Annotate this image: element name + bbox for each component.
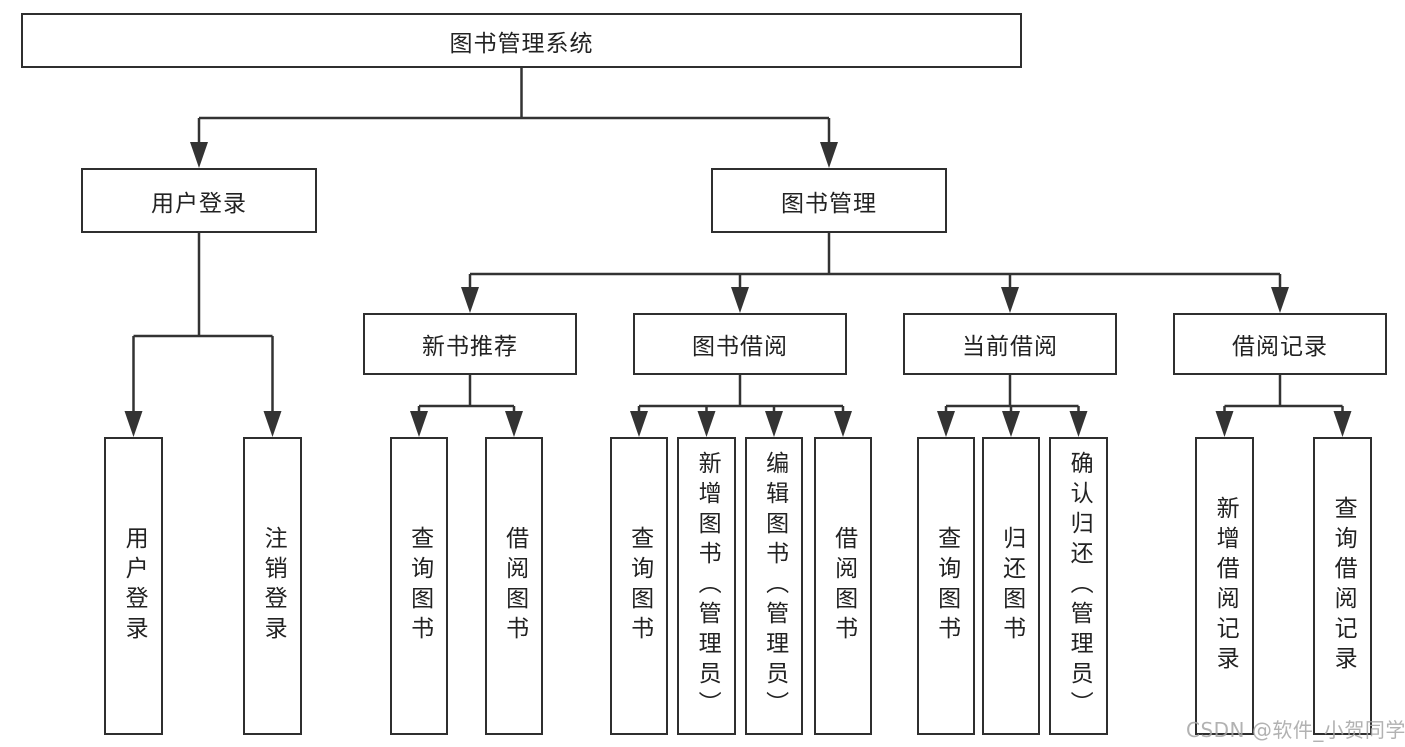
arrowhead-icon [410, 411, 428, 437]
leaf-user-login: 用户登录 [104, 437, 163, 735]
arrowhead-icon [505, 411, 523, 437]
node-new-book-recommendation: 新书推荐 [363, 313, 577, 375]
arrowhead-icon [1001, 287, 1019, 313]
node-label: 当前借阅 [962, 334, 1058, 360]
arrowhead-icon [461, 287, 479, 313]
node-book-management: 图书管理 [711, 168, 947, 233]
node-borrow-records: 借阅记录 [1173, 313, 1387, 375]
node-label: 归还图书 [998, 526, 1025, 646]
node-label: 图书管理系统 [449, 30, 594, 57]
node-label: 注销登录 [260, 526, 287, 646]
arrowhead-icon [1215, 411, 1234, 437]
leaf-add-borrow-record: 新增借阅记录 [1195, 437, 1254, 735]
arrowhead-icon [630, 411, 648, 437]
node-label: 用户登录 [121, 526, 148, 646]
node-label: 借阅记录 [1232, 334, 1328, 360]
arrowheads [124, 142, 1352, 437]
leaf-query-books-recommend: 查询图书 [390, 437, 448, 735]
leaf-borrow-books-recommend: 借阅图书 [485, 437, 543, 735]
node-label: 查询借阅记录 [1330, 496, 1357, 676]
leaf-return-books: 归还图书 [982, 437, 1040, 735]
node-label: 用户登录 [151, 190, 247, 217]
node-label: 编辑图书（管理员） [761, 451, 788, 721]
arrowhead-icon [937, 411, 955, 437]
arrowhead-icon [1002, 411, 1020, 437]
node-label: 确认归还（管理员） [1066, 451, 1093, 721]
node-label: 图书借阅 [692, 334, 788, 360]
node-label: 新书推荐 [422, 334, 518, 360]
leaf-logout: 注销登录 [243, 437, 302, 735]
arrowhead-icon [190, 142, 208, 168]
node-label: 借阅图书 [501, 526, 528, 646]
connector-arrow-stems [132, 118, 1344, 415]
node-label: 查询图书 [406, 526, 433, 646]
node-user-login: 用户登录 [81, 168, 317, 233]
node-label: 新增借阅记录 [1212, 496, 1239, 676]
arrowhead-icon [820, 142, 838, 168]
arrowhead-icon [263, 411, 282, 437]
leaf-query-books-borrowing: 查询图书 [610, 437, 668, 735]
leaf-add-book-admin: 新增图书（管理员） [677, 437, 736, 735]
node-label: 查询图书 [626, 526, 653, 646]
arrowhead-icon [1333, 411, 1352, 437]
leaf-confirm-return-admin: 确认归还（管理员） [1049, 437, 1108, 735]
arrowhead-icon [1069, 411, 1088, 437]
leaf-edit-book-admin: 编辑图书（管理员） [745, 437, 803, 735]
node-label: 新增图书（管理员） [694, 451, 721, 721]
connector-tree-lines [133, 68, 1343, 408]
arrowhead-icon [765, 411, 783, 437]
arrowhead-icon [124, 411, 143, 437]
arrowhead-icon [834, 411, 852, 437]
csdn-watermark: CSDN @软件_小贺同学 [1186, 718, 1405, 742]
node-root: 图书管理系统 [21, 13, 1022, 68]
arrowhead-icon [1271, 287, 1289, 313]
node-label: 借阅图书 [830, 526, 857, 646]
leaf-query-borrow-record: 查询借阅记录 [1313, 437, 1372, 735]
arrowhead-icon [697, 411, 716, 437]
node-label: 查询图书 [933, 526, 960, 646]
node-book-borrowing: 图书借阅 [633, 313, 847, 375]
leaf-query-books-current: 查询图书 [917, 437, 975, 735]
arrowhead-icon [731, 287, 749, 313]
node-label: 图书管理 [781, 190, 877, 217]
node-current-borrowing: 当前借阅 [903, 313, 1117, 375]
leaf-borrow-books: 借阅图书 [814, 437, 872, 735]
